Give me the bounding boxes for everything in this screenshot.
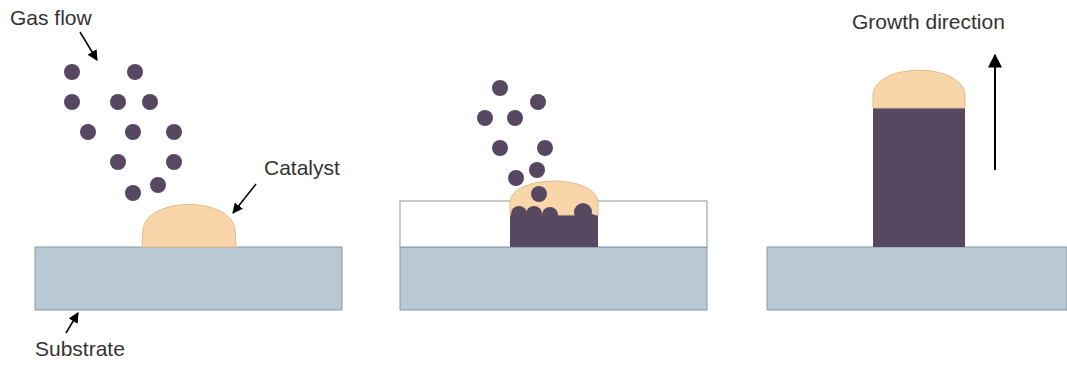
gas-particle: [526, 206, 542, 222]
gas-particle: [110, 94, 126, 110]
gas-particle: [80, 124, 96, 140]
gas-particle: [507, 110, 523, 126]
callout-label: Gas flow: [10, 6, 92, 29]
catalyst-droplet: [873, 70, 965, 108]
gas-particle: [531, 186, 547, 202]
gas-particle: [142, 94, 158, 110]
gas-particle: [125, 185, 141, 201]
callout-label: Catalyst: [264, 156, 340, 179]
gas-particle: [542, 207, 558, 223]
gas-particle: [125, 124, 141, 140]
gas-particle: [110, 154, 126, 170]
catalyst-droplet: [142, 205, 236, 248]
gas-particle: [64, 64, 80, 80]
gas-particles: [477, 80, 598, 228]
gas-particle: [492, 80, 508, 96]
leader-arrow: [66, 313, 78, 333]
substrate: [35, 247, 342, 310]
gas-particle: [166, 154, 182, 170]
gas-particle: [127, 64, 143, 80]
gas-particle: [584, 214, 598, 228]
gas-particle: [537, 140, 553, 156]
gas-particle: [511, 206, 527, 222]
gas-particle: [64, 94, 80, 110]
gas-particle: [150, 177, 166, 193]
gas-particle: [477, 110, 493, 126]
substrate: [767, 247, 1067, 310]
gas-particle: [530, 94, 546, 110]
leader-arrow: [233, 184, 256, 213]
gas-particle: [508, 170, 524, 186]
gas-particles: [64, 64, 182, 201]
callout-label: Substrate: [35, 337, 125, 360]
gas-particle: [529, 162, 545, 178]
leader-arrow: [80, 32, 97, 60]
nanowire: [873, 106, 965, 247]
growth-arrow: [994, 55, 996, 170]
callout-label: Growth direction: [852, 10, 1005, 33]
substrate: [400, 247, 707, 310]
growth-layer: [400, 201, 707, 247]
gas-particle: [166, 124, 182, 140]
gas-particle: [492, 140, 508, 156]
